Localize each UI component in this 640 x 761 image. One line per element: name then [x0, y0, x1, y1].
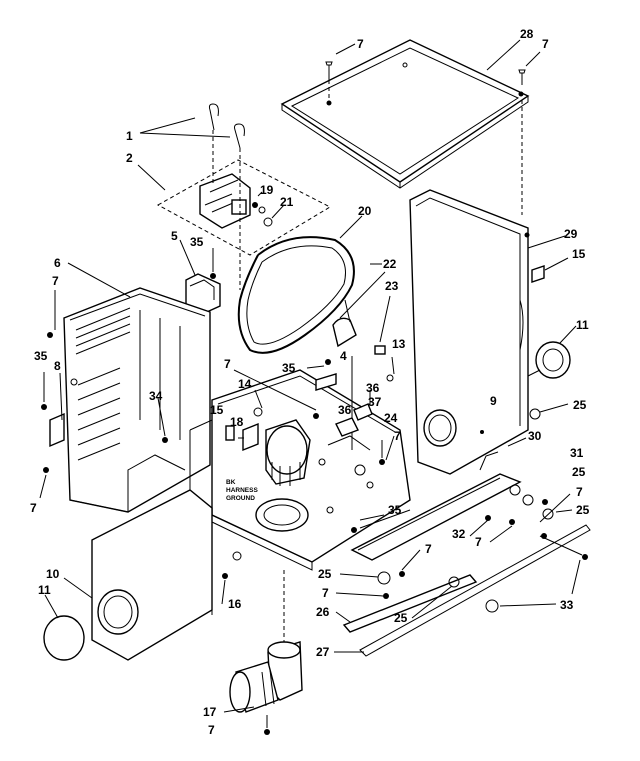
callout-24: 24	[384, 411, 398, 425]
motor-bracket	[179, 239, 221, 317]
callout-33: 33	[560, 598, 574, 612]
callout-28: 28	[520, 27, 534, 41]
callout-13: 13	[392, 337, 406, 351]
callout-19: 19	[260, 183, 274, 197]
callout-27: 27	[316, 645, 330, 659]
callout-7g: 7	[30, 501, 37, 515]
callout-36b: 36	[338, 403, 352, 417]
callout-30: 30	[528, 429, 542, 443]
callout-6: 6	[54, 256, 61, 270]
callout-34: 34	[149, 389, 163, 403]
ground-label-3: GROUND	[226, 495, 255, 502]
callout-14: 14	[238, 377, 252, 391]
thermostat-parts	[225, 422, 259, 452]
callout-1: 1	[126, 129, 133, 143]
base-rails	[342, 437, 591, 657]
callout-9: 9	[490, 394, 497, 408]
callout-5: 5	[171, 229, 178, 243]
callout-7i: 7	[425, 542, 432, 556]
lower-fasteners	[351, 430, 588, 613]
callout-36a: 36	[366, 381, 380, 395]
callout-15b: 15	[210, 403, 224, 417]
callout-18: 18	[230, 415, 244, 429]
callout-7k: 7	[208, 723, 215, 737]
callout-10: 10	[46, 567, 60, 581]
callout-25b: 25	[572, 465, 586, 479]
callout-8: 8	[54, 359, 61, 373]
motor-assembly	[137, 103, 332, 290]
ground-label-2: HARNESS	[226, 487, 258, 494]
callout-4: 4	[340, 349, 347, 363]
callout-7a: 7	[357, 37, 364, 51]
callout-32: 32	[452, 527, 466, 541]
callout-7f: 7	[576, 485, 583, 499]
callout-11a: 11	[576, 318, 589, 332]
callout-7d: 7	[224, 357, 231, 371]
callout-16: 16	[228, 597, 242, 611]
callout-7b: 7	[542, 37, 549, 51]
exhaust-duct	[223, 570, 303, 735]
callout-22: 22	[383, 257, 397, 271]
callout-26: 26	[316, 605, 330, 619]
callout-25d: 25	[318, 567, 332, 581]
callout-23: 23	[385, 279, 399, 293]
callout-29: 29	[564, 227, 578, 241]
top-panel-screws	[325, 39, 541, 215]
ground-label-1: BK	[226, 479, 236, 486]
callout-21: 21	[280, 195, 294, 209]
callout-7h: 7	[475, 535, 482, 549]
drum-support-parts	[306, 271, 395, 465]
callout-20: 20	[358, 204, 372, 218]
left-side-panel	[49, 262, 211, 513]
exhaust-cover-right	[527, 325, 577, 420]
callout-7c: 7	[52, 274, 59, 288]
callout-35a: 35	[190, 235, 204, 249]
duct-hose	[237, 215, 363, 354]
callout-2: 2	[126, 151, 133, 165]
callout-37: 37	[368, 395, 382, 409]
callout-35c: 35	[282, 361, 296, 375]
callout-31: 31	[570, 446, 584, 460]
left-panel-screws	[39, 290, 168, 499]
top-panel	[280, 39, 530, 189]
callout-35d: 35	[388, 503, 402, 517]
callout-25a: 25	[573, 398, 587, 412]
leader-lines	[221, 263, 513, 653]
callout-7j: 7	[322, 586, 329, 600]
callout-7e: 7	[394, 429, 401, 443]
blower-housing	[233, 369, 319, 486]
callout-15a: 15	[572, 247, 586, 261]
callout-17: 17	[203, 705, 217, 719]
callout-25e: 25	[394, 611, 408, 625]
callout-25c: 25	[576, 503, 590, 517]
front-panel	[63, 419, 228, 661]
right-side-panel	[409, 189, 569, 475]
exhaust-cover-left	[43, 594, 85, 661]
callout-11b: 11	[38, 583, 51, 597]
callout-labels: 7 28 7 1 2 19 21 20 5 35 29 15 6 7 22 23…	[30, 27, 590, 737]
callout-35b: 35	[34, 349, 48, 363]
